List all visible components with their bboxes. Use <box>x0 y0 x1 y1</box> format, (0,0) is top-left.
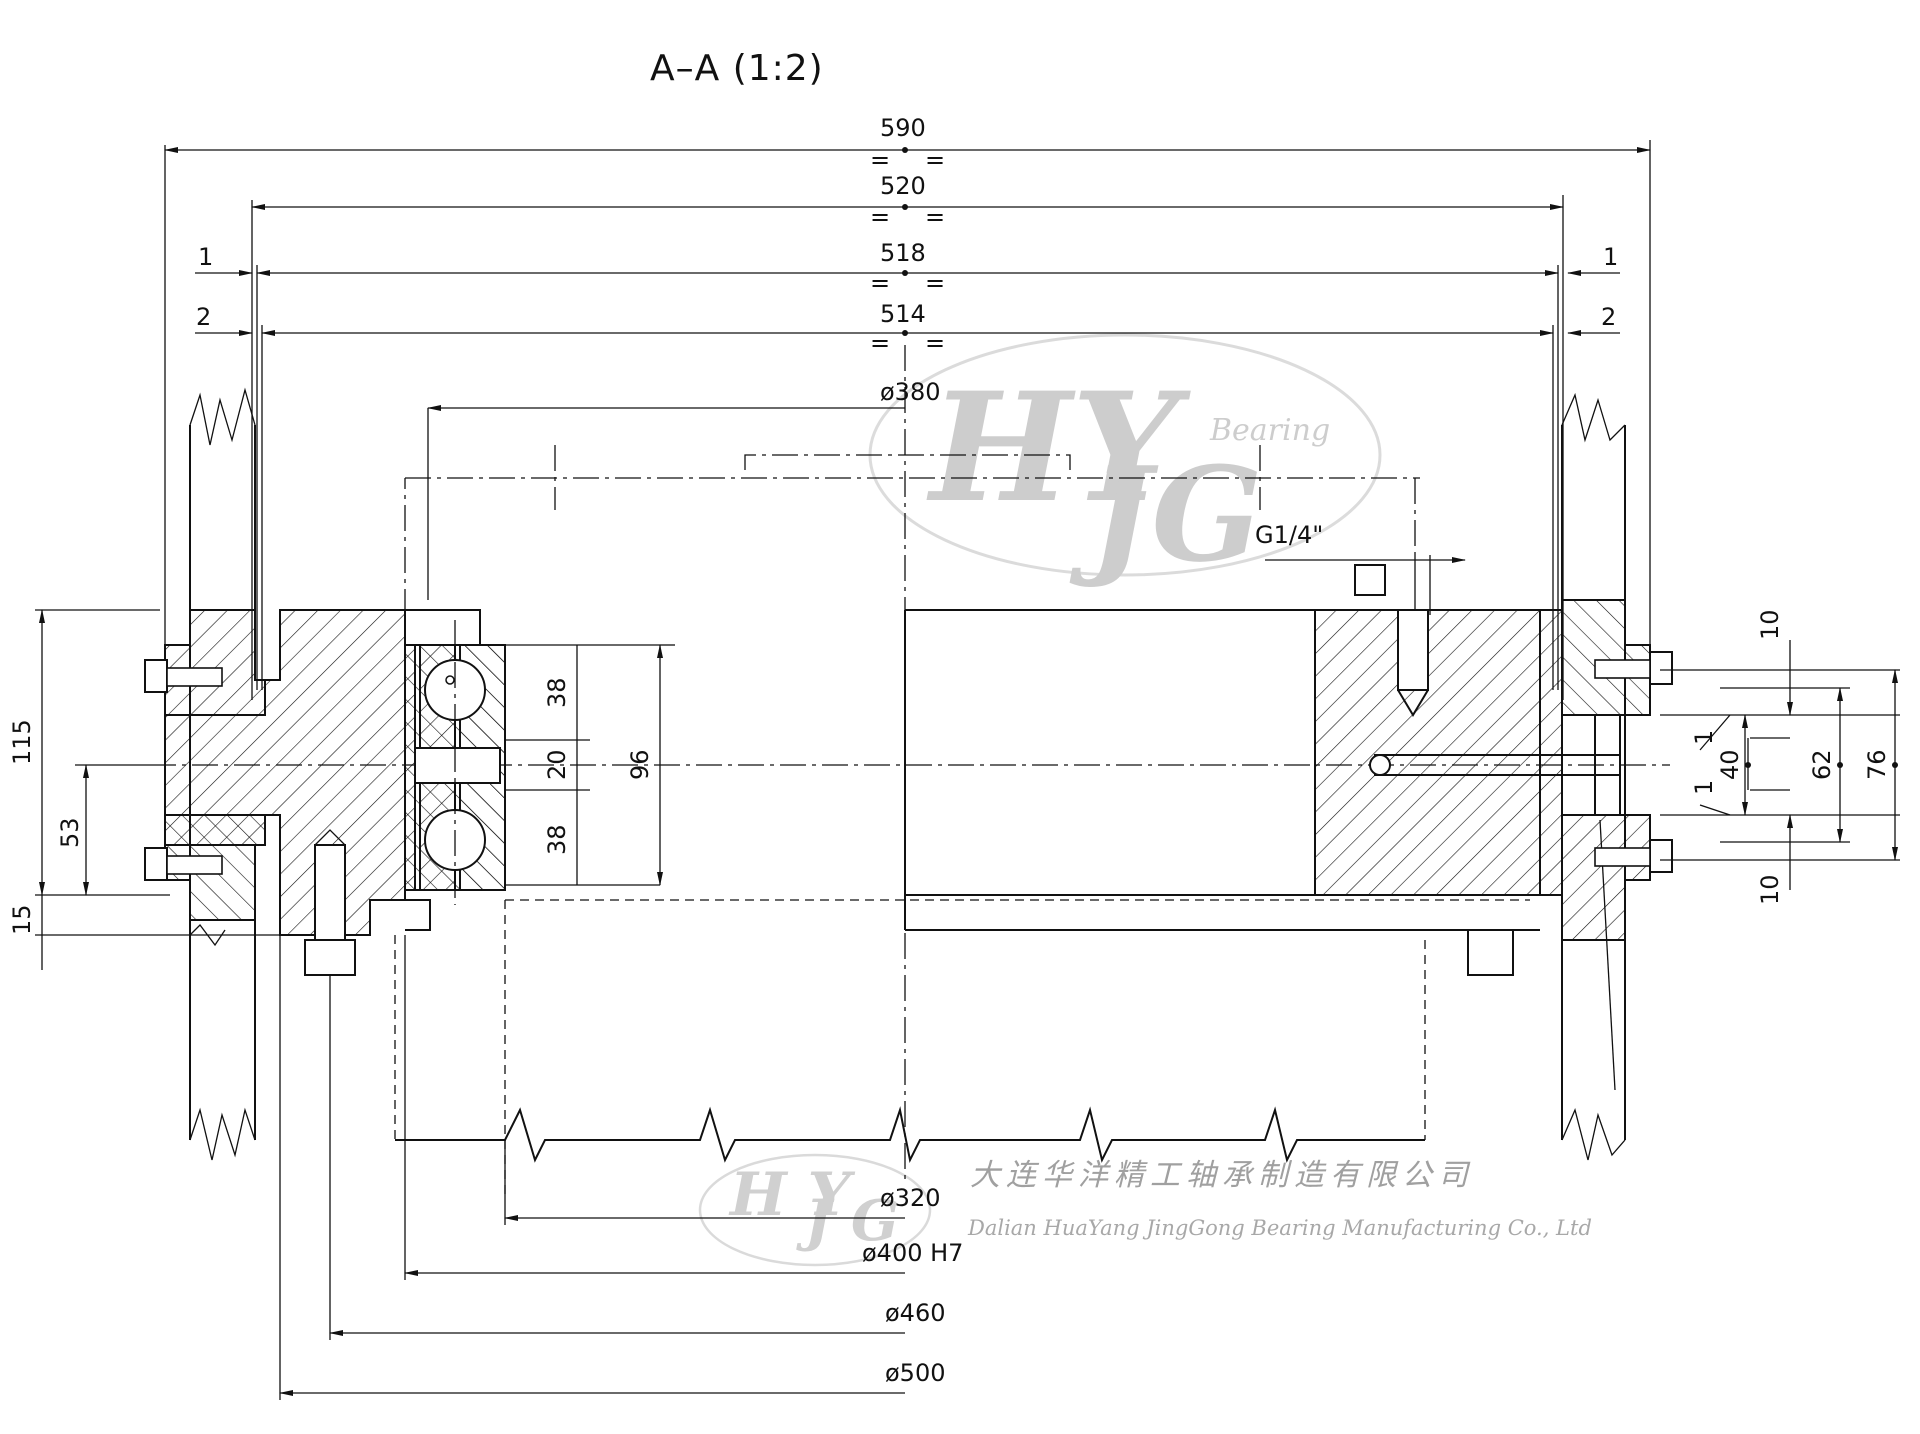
eq-mark: = <box>925 329 945 357</box>
dim-right-62: 62 <box>1808 749 1836 780</box>
dim-gap-1-left: 1 <box>198 243 213 271</box>
eq-mark: = <box>870 146 890 174</box>
dim-right-10-top: 10 <box>1756 609 1784 640</box>
watermark-logo-word: Bearing <box>1209 413 1330 448</box>
dim-right-10-bottom: 10 <box>1756 874 1784 905</box>
dim-right-40: 40 <box>1716 749 1744 780</box>
dim-gap-2-left: 2 <box>196 303 211 331</box>
watermark-company-en: Dalian HuaYang JingGong Bearing Manufact… <box>967 1216 1592 1240</box>
dim-53: 53 <box>56 817 84 848</box>
eq-mark: = <box>925 203 945 231</box>
dim-514: 514 <box>880 300 926 328</box>
dim-115: 115 <box>8 719 36 765</box>
dim-520: 520 <box>880 172 926 200</box>
dim-dia-500: ø500 <box>885 1359 946 1387</box>
dim-dia-460: ø460 <box>885 1299 946 1327</box>
eq-mark: = <box>870 329 890 357</box>
right-vertical-dimensions <box>1660 640 1900 890</box>
overall-width-dimensions <box>164 140 1651 700</box>
watermark-logo: HY JG Bearing <box>868 333 1382 591</box>
bearing-rings <box>404 609 506 931</box>
right-frame <box>1561 392 1626 1161</box>
eq-mark: = <box>925 146 945 174</box>
eq-mark: = <box>925 269 945 297</box>
watermark-company-cn: 大连华洋精工轴承制造有限公司 <box>970 1158 1474 1193</box>
watermark-logo-letters: HY <box>926 360 1192 536</box>
right-bolts <box>1594 651 1673 873</box>
right-clamp-ring-lower <box>1561 814 1651 941</box>
dim-15: 15 <box>8 904 36 935</box>
dim-gap-2-right: 2 <box>1601 303 1616 331</box>
bottom-diameter-dimensions <box>279 935 905 1400</box>
dim-right-1-a: 1 <box>1690 730 1718 745</box>
dim-dia-400-h7: ø400 H7 <box>862 1239 963 1267</box>
left-bottom-bolt <box>304 829 356 976</box>
bearing-roller <box>414 747 501 784</box>
dim-right-76: 76 <box>1863 749 1891 780</box>
left-bolts <box>144 659 223 881</box>
bottom-break-line <box>395 1106 1425 1164</box>
eq-mark: = <box>870 203 890 231</box>
dim-dia-380: ø380 <box>880 378 941 406</box>
ring-dimensions <box>505 644 675 886</box>
left-vertical-dimensions <box>35 609 280 970</box>
watermark-logo-letters-2: JG <box>1069 438 1263 591</box>
dim-dia-320: ø320 <box>880 1184 941 1212</box>
dim-gap-1-right: 1 <box>1603 243 1618 271</box>
eq-mark: = <box>870 269 890 297</box>
left-clamp-ring-upper <box>164 609 266 716</box>
right-bottom-bolt <box>1467 929 1514 976</box>
dim-ring-38-top: 38 <box>543 677 571 708</box>
right-clamp-ring-upper <box>1561 599 1651 716</box>
section-title: A–A (1:2) <box>650 48 824 89</box>
thread-callout: G1/4" <box>1255 521 1323 549</box>
dim-96: 96 <box>626 749 654 780</box>
dim-518: 518 <box>880 239 926 267</box>
dim-right-1-b: 1 <box>1690 780 1718 795</box>
dim-ring-38-bottom: 38 <box>543 824 571 855</box>
svg-text:J G: J G <box>796 1188 899 1254</box>
dim-590: 590 <box>880 114 926 142</box>
dim-ring-20: 20 <box>543 749 571 780</box>
